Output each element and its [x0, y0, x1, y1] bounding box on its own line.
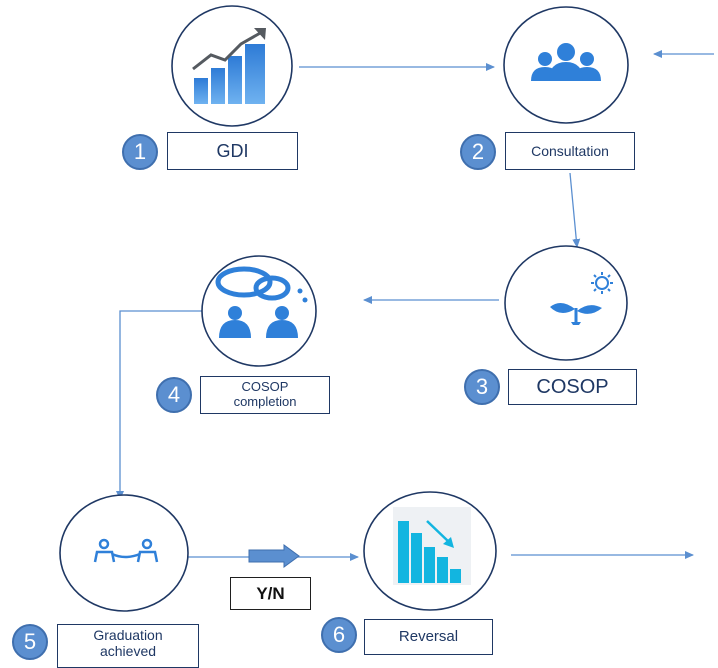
- step-label-consultation: Consultation: [505, 132, 635, 170]
- step-circle-3: [504, 245, 628, 361]
- step-label-reversal: Reversal: [364, 619, 493, 655]
- discussion-people-icon: [215, 266, 308, 338]
- step-node-1: [171, 5, 293, 127]
- step-label-gdi: GDI: [167, 132, 298, 170]
- step-node-4: [201, 255, 317, 367]
- step-number-badge-4: 4: [156, 377, 192, 413]
- arrow-completion-to-graduation: [116, 310, 206, 500]
- step-node-5: [59, 494, 189, 612]
- decision-block-arrow-icon: [248, 544, 300, 568]
- arrow-consultation-to-cosop: [569, 172, 581, 248]
- handshake-people-icon: [93, 538, 159, 563]
- step-label-cosop-completion: COSOP completion: [200, 376, 330, 414]
- step-label-cosop: COSOP: [508, 369, 637, 405]
- step-node-2: [503, 6, 629, 124]
- decision-yn-box: Y/N: [230, 577, 311, 610]
- declining-bar-chart-icon: [393, 507, 471, 585]
- step-circle-5: [59, 494, 189, 612]
- connectors: [116, 50, 714, 568]
- step-number-badge-1: 1: [122, 134, 158, 170]
- people-group-icon: [531, 43, 601, 81]
- step-label-graduation-achieved: Graduation achieved: [57, 624, 199, 668]
- step-number-badge-5: 5: [12, 624, 48, 660]
- step-number-badge-3: 3: [464, 369, 500, 405]
- rising-bar-chart-icon: [192, 28, 266, 104]
- step-number-badge-6: 6: [321, 617, 357, 653]
- step-number-badge-2: 2: [460, 134, 496, 170]
- seedling-sun-icon: [550, 272, 613, 325]
- step-node-3: [504, 245, 628, 361]
- step-node-6: [363, 491, 497, 611]
